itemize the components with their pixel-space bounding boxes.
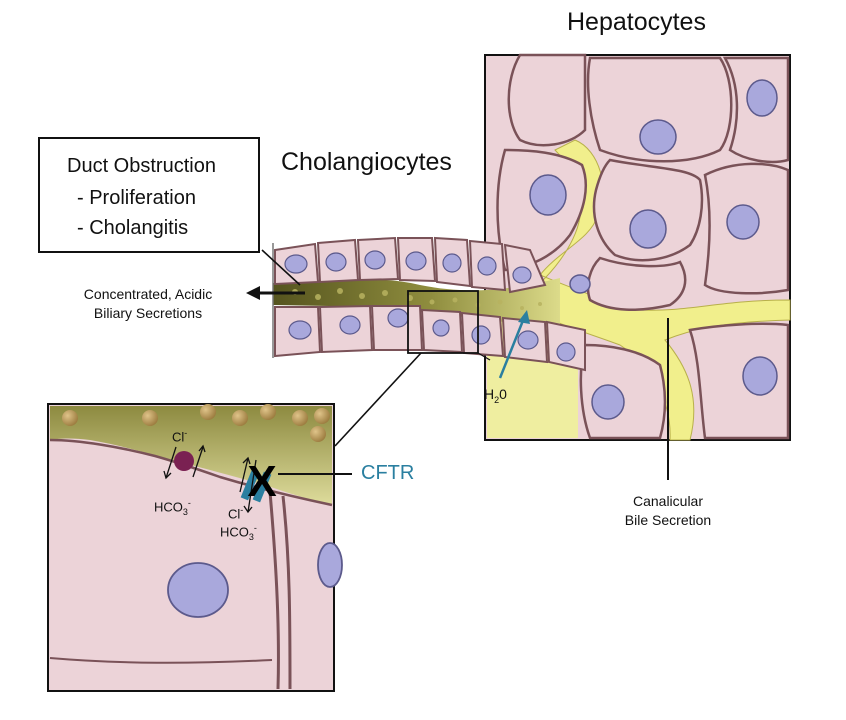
nucleus	[387, 308, 409, 328]
nucleus	[317, 542, 343, 588]
cl-charge: -	[184, 428, 188, 438]
nucleus	[639, 119, 677, 155]
basal-membrane	[49, 657, 273, 664]
canalicular-line2: Bile Secretion	[624, 512, 712, 528]
water-tail: 0	[499, 386, 507, 402]
cl-label-upper: Cl-	[172, 426, 187, 444]
duct-obstruction-box: Duct Obstruction - Proliferation - Chola…	[38, 137, 260, 253]
nucleus	[288, 320, 312, 340]
hepatocyte-cell	[688, 322, 790, 440]
nucleus	[477, 256, 497, 276]
zoom-region-box	[407, 290, 479, 354]
nucleus	[726, 204, 760, 240]
blocked-x-mark: X	[247, 457, 276, 506]
nucleus	[442, 253, 462, 273]
zoom-leader-line-2	[477, 352, 491, 361]
hco3-label-left: HCO3-	[154, 496, 191, 519]
water-arrow	[498, 317, 526, 379]
hco-sub: 3	[182, 506, 188, 517]
canalicular-line1: Canalicular	[632, 493, 704, 509]
box-leader-line	[261, 249, 301, 286]
water-h: H	[484, 386, 495, 402]
nucleus	[325, 252, 347, 272]
cholangiocyte	[370, 305, 424, 351]
secretion-arrowhead	[246, 286, 260, 300]
cell-boundary	[281, 495, 292, 690]
bile-particles	[292, 288, 542, 310]
nucleus	[517, 330, 539, 350]
cftr-channel	[252, 471, 272, 503]
secretions-label: Concentrated, Acidic Biliary Secretions	[58, 285, 238, 323]
cl-text: Cl	[228, 506, 241, 522]
secretions-line2: Biliary Secretions	[93, 305, 203, 321]
anion-exchanger	[174, 451, 194, 471]
hepatocyte-cell	[586, 256, 687, 311]
ion-arrows	[163, 444, 257, 514]
cell-boundary	[268, 491, 280, 690]
hepatocyte-block	[484, 53, 791, 441]
nucleus	[591, 384, 625, 420]
bile-droplets	[62, 404, 330, 442]
nucleus	[569, 274, 591, 294]
nucleus	[746, 79, 778, 117]
nucleus	[529, 174, 567, 216]
canalicular-label: Canalicular Bile Secretion	[612, 492, 724, 530]
water-label: H20	[484, 386, 507, 405]
nucleus	[629, 209, 667, 249]
nucleus	[284, 254, 308, 274]
hco-charge: -	[187, 498, 191, 508]
nucleus	[364, 250, 386, 270]
box-title: Duct Obstruction	[67, 155, 216, 177]
hepatocyte-cell	[579, 343, 667, 440]
hco3-label-right: HCO3-	[220, 521, 257, 544]
hco-text: HCO	[220, 524, 249, 540]
cholangiocytes-label: Cholangiocytes	[281, 148, 452, 176]
zoom-leader-line	[334, 352, 422, 447]
nucleus	[432, 319, 450, 337]
nucleus	[339, 315, 361, 335]
nucleus	[742, 356, 778, 396]
nucleus	[471, 325, 491, 345]
secretions-line1: Concentrated, Acidic	[83, 286, 213, 302]
nucleus	[512, 266, 532, 284]
cl-label-lower: Cl-	[228, 503, 243, 521]
box-item-proliferation: - Proliferation	[77, 187, 196, 209]
nucleus	[405, 251, 427, 271]
cftr-label: CFTR	[361, 462, 415, 484]
water-sub: 2	[494, 394, 500, 405]
water-arrowhead	[518, 310, 530, 324]
cl-charge: -	[240, 505, 244, 515]
hco-charge: -	[253, 523, 257, 533]
hco-sub: 3	[248, 531, 254, 542]
box-item-cholangitis: - Cholangitis	[77, 217, 189, 239]
bile-duct	[272, 236, 586, 372]
cl-text: Cl	[172, 429, 185, 445]
hepatocyte-cell	[507, 53, 587, 147]
nucleus	[556, 342, 576, 362]
hepatocytes-label: Hepatocytes	[567, 8, 706, 36]
nucleus	[167, 562, 229, 618]
hco-text: HCO	[154, 499, 183, 515]
inset-panel	[47, 403, 352, 692]
hepatocyte-cell	[586, 56, 733, 163]
cftr-channel	[240, 469, 260, 501]
